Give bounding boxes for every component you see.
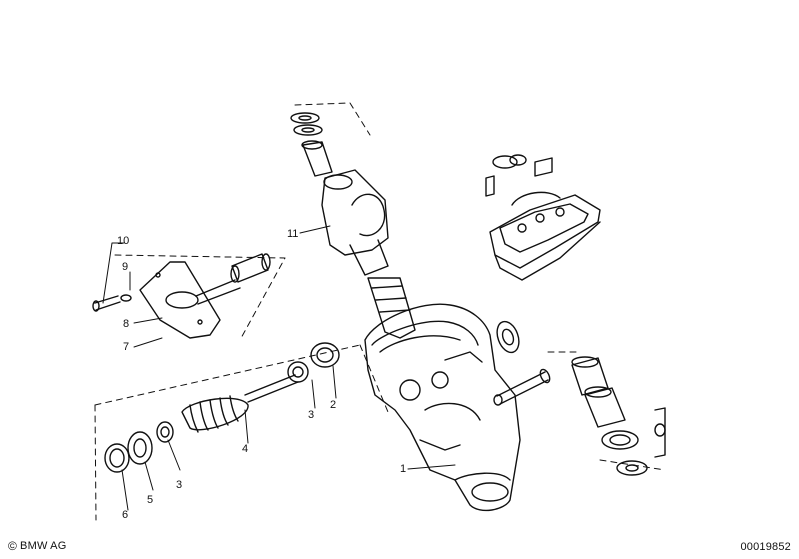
brand-name: BMW AG — [20, 540, 67, 552]
valve-block — [485, 154, 601, 281]
brand-footer: © BMW AG — [8, 540, 66, 552]
callout-11: 11 — [287, 228, 298, 240]
copyright-symbol: © — [8, 539, 18, 553]
callout-2: 2 — [330, 399, 336, 411]
part-1-housing — [364, 303, 521, 512]
right-bearing-stack — [571, 356, 666, 476]
upper-washer-stack — [290, 112, 333, 177]
callout-1: 1 — [400, 463, 406, 475]
diagram-number: 00019852 — [740, 541, 791, 553]
long-bolt — [493, 368, 551, 406]
side-bushing — [496, 320, 520, 354]
callout-9: 9 — [122, 261, 128, 273]
callout-3-lower: 3 — [176, 479, 182, 491]
worm-shaft-assembly — [104, 342, 340, 473]
callout-labels: 11 10 9 8 7 4 3 3 2 5 6 1 — [117, 228, 406, 521]
callout-3-upper: 3 — [308, 409, 314, 421]
callout-4: 4 — [242, 443, 248, 455]
leader-lines — [102, 225, 456, 511]
callout-6: 6 — [122, 509, 128, 521]
input-flange-assembly — [92, 253, 271, 339]
callout-7: 7 — [123, 341, 129, 353]
callout-5: 5 — [147, 494, 153, 506]
callout-8: 8 — [123, 318, 129, 330]
callout-10: 10 — [117, 235, 129, 247]
